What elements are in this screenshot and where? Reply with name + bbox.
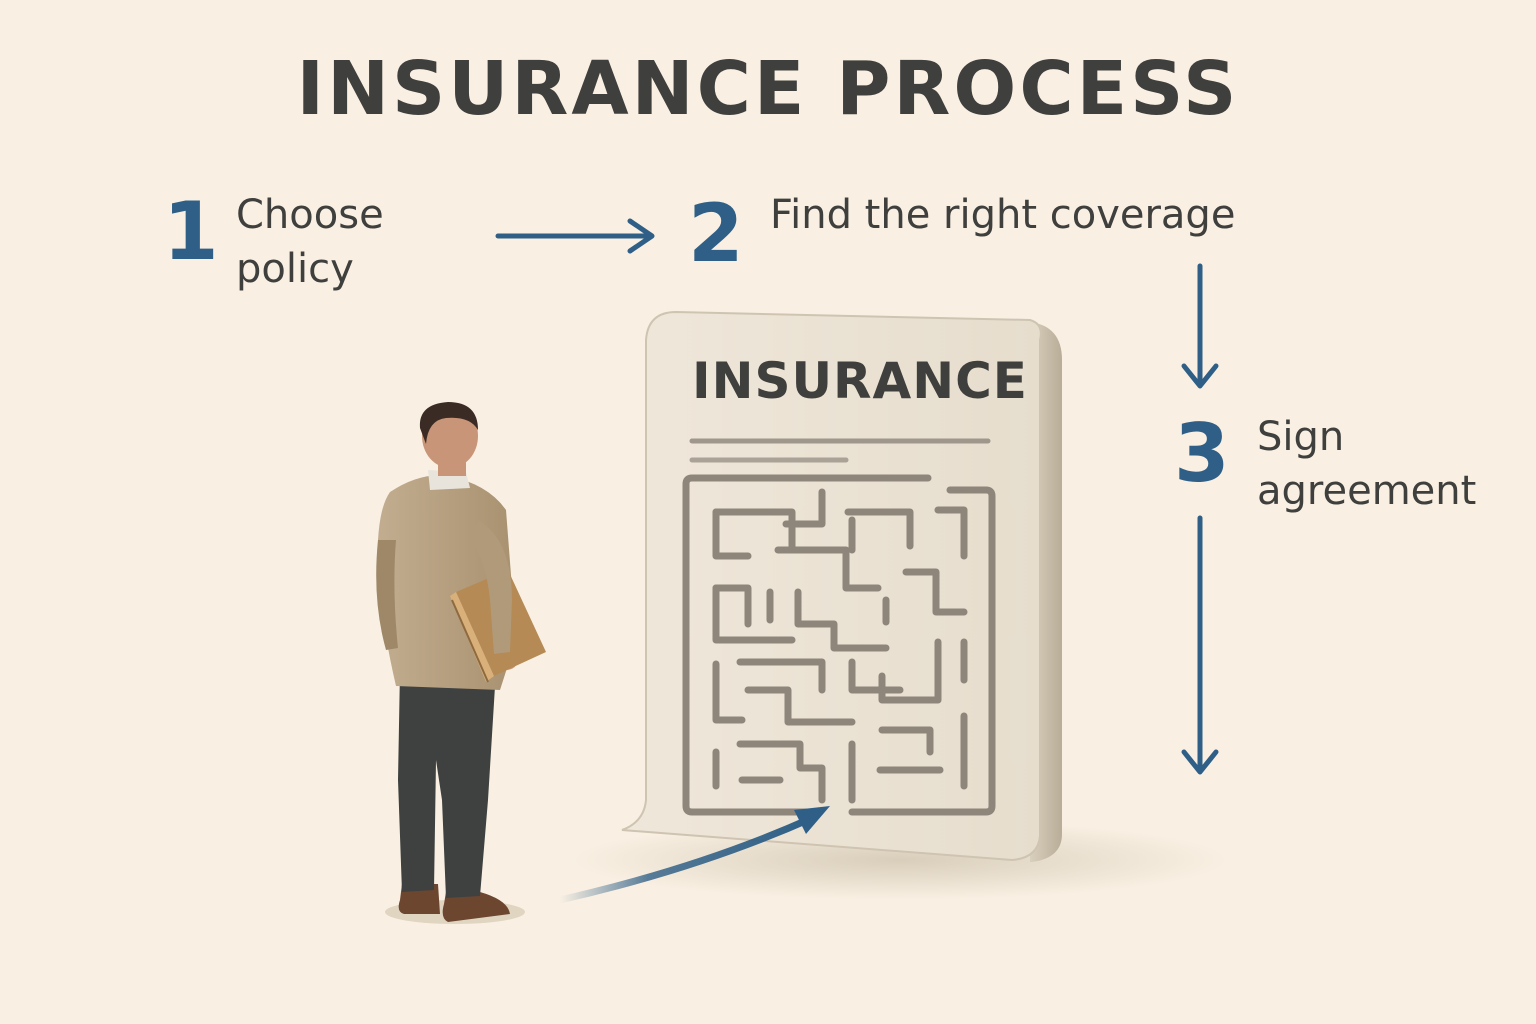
path-arrow <box>556 806 830 904</box>
person-figure <box>376 402 546 924</box>
step-3-number: 3 <box>1174 407 1230 500</box>
floor-shadow <box>570 820 1230 900</box>
document-title: INSURANCE <box>692 352 1028 410</box>
insurance-document <box>621 310 1062 862</box>
arrow-down-icon <box>1181 515 1219 775</box>
step-2-label: Find the right coverage <box>770 192 1236 238</box>
step-1-number: 1 <box>163 185 219 278</box>
arrow-down-icon <box>1181 263 1219 389</box>
diagram-title: INSURANCE PROCESS <box>296 46 1240 132</box>
step-3-label: Sign agreement <box>1257 414 1477 514</box>
arrow-right-icon <box>495 218 655 254</box>
step-2-number: 2 <box>688 187 744 280</box>
step-1-label: Choose policy <box>236 192 384 292</box>
maze-icon <box>682 474 996 816</box>
